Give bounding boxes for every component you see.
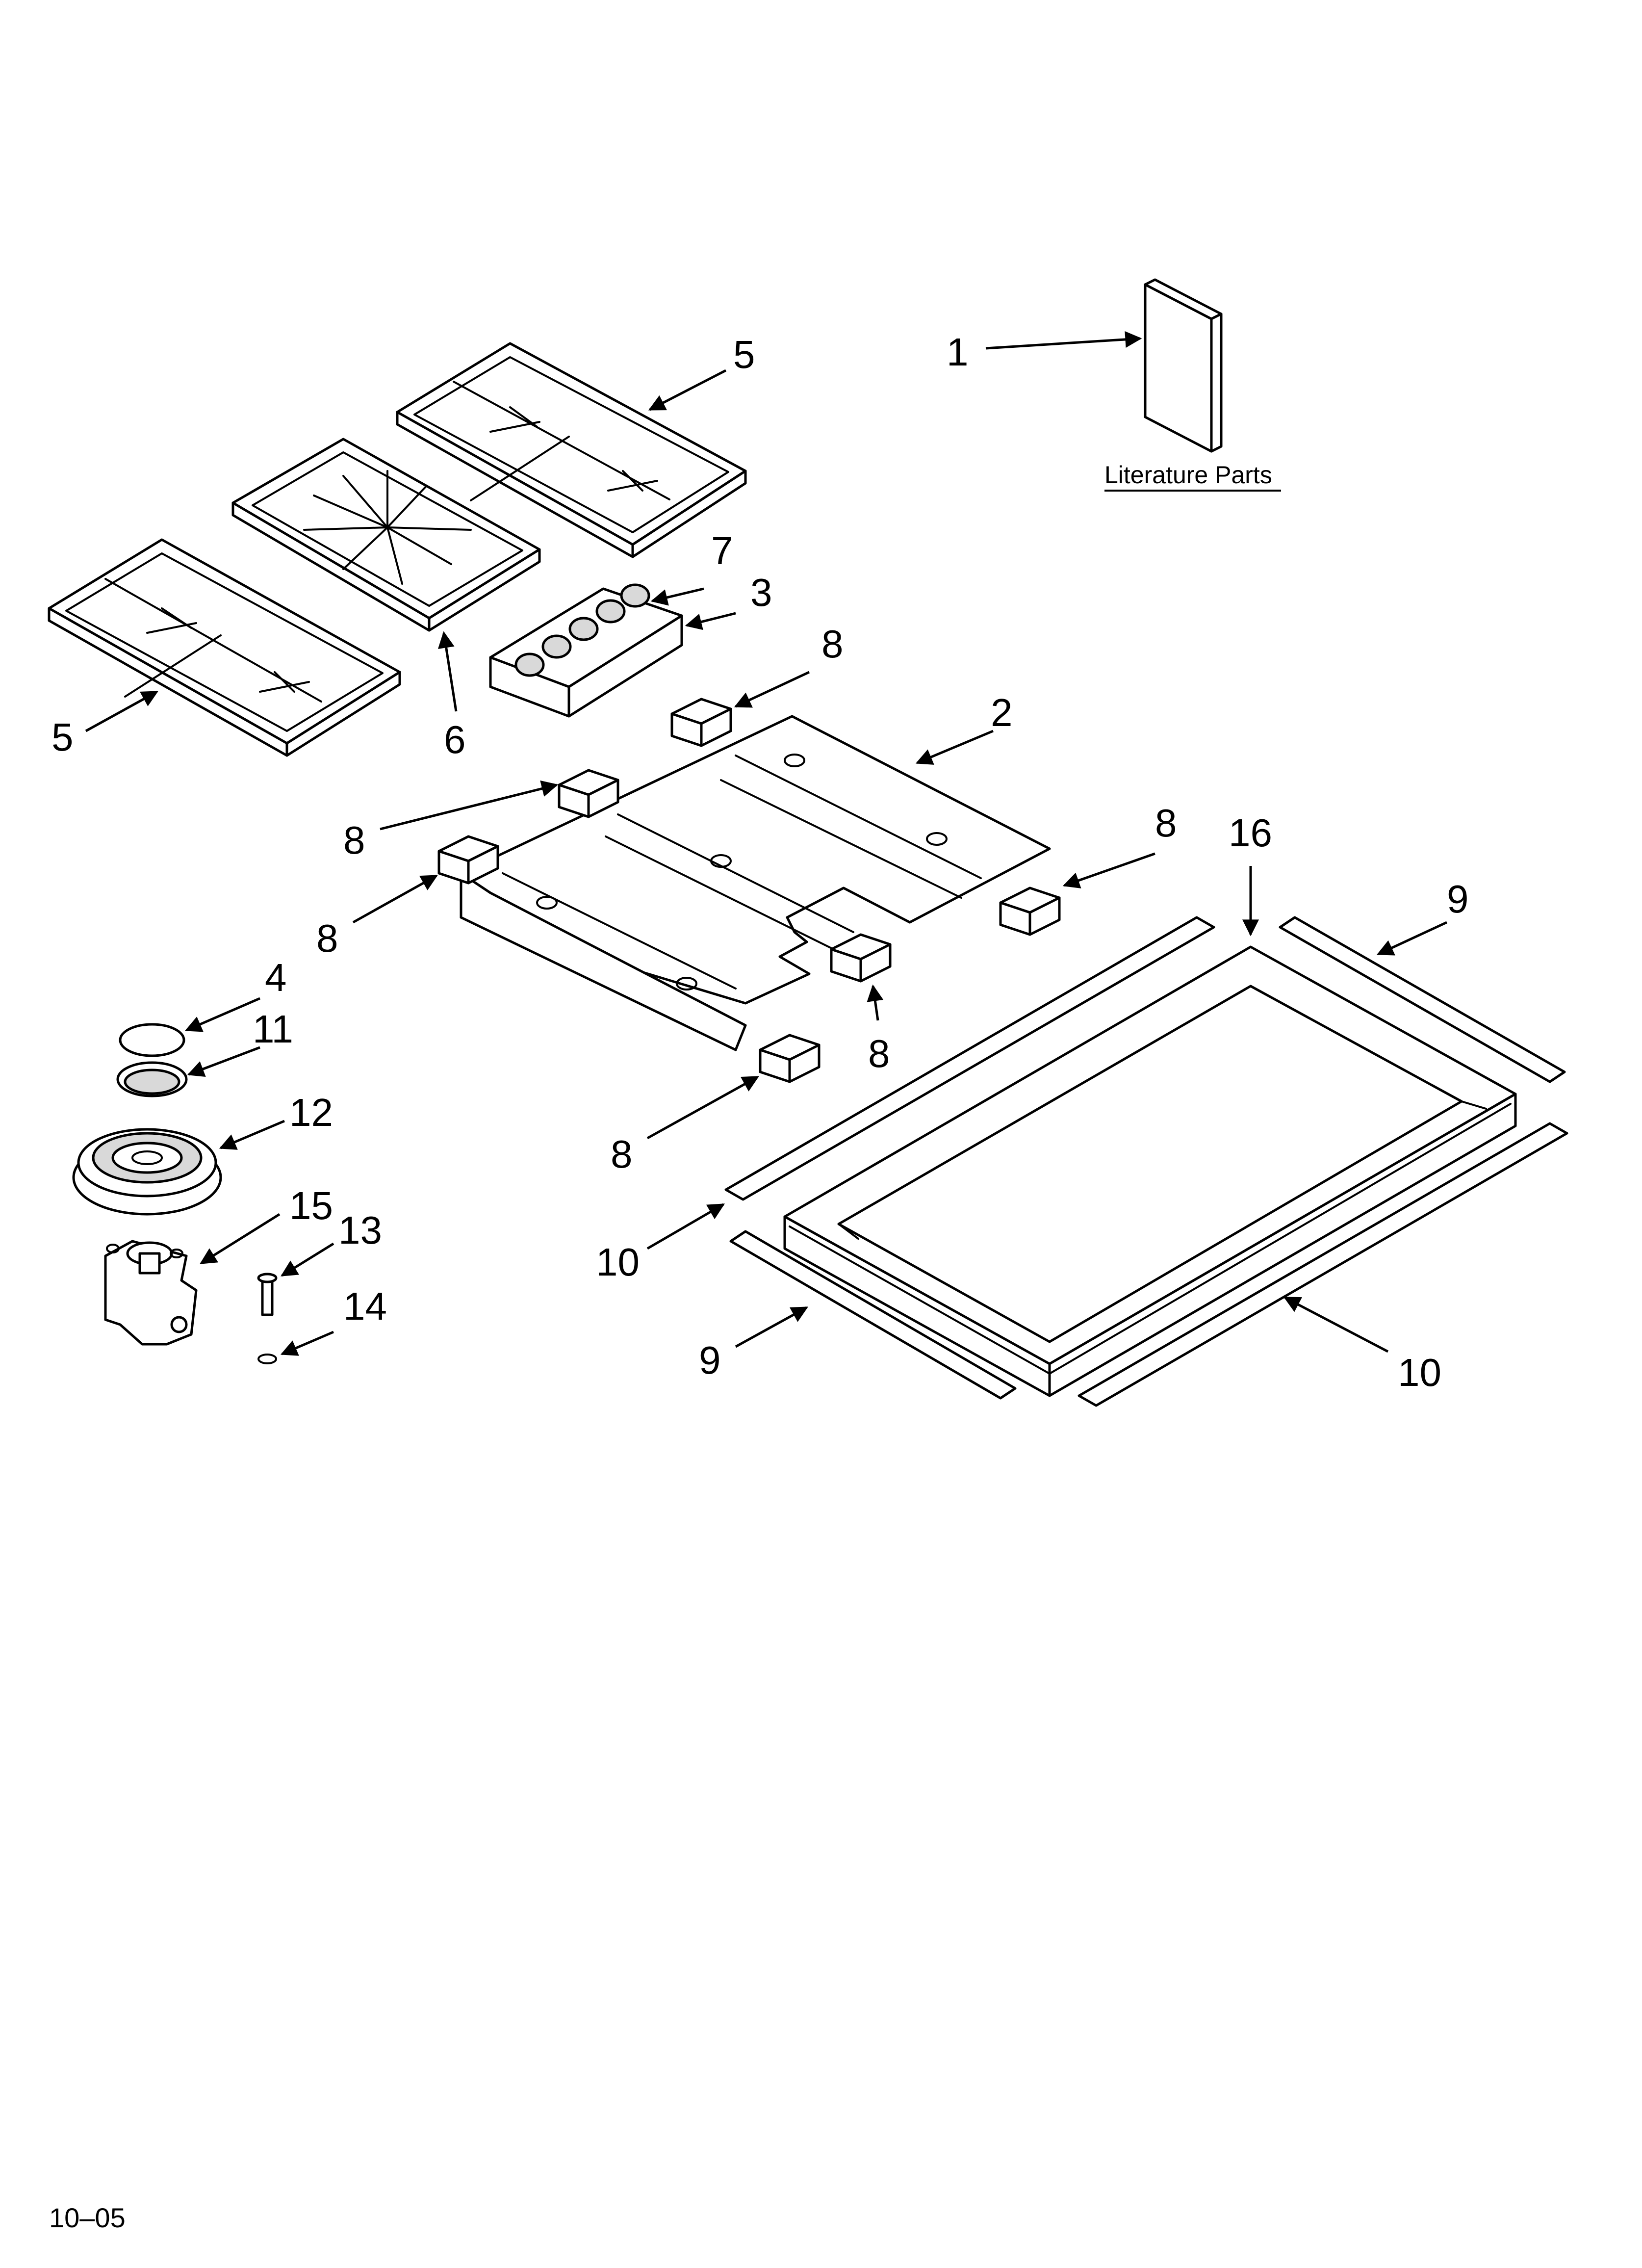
callout-9-right: 9 bbox=[1447, 877, 1469, 921]
callout-11: 11 bbox=[253, 1007, 293, 1051]
callout-12: 12 bbox=[289, 1091, 333, 1134]
callout-8-a: 8 bbox=[821, 622, 844, 666]
callout-13: 13 bbox=[338, 1208, 382, 1252]
strip-10-top bbox=[724, 916, 1215, 1201]
callout-10-left: 10 bbox=[596, 1240, 640, 1284]
igniter-13 bbox=[257, 1273, 278, 1316]
callout-8-e: 8 bbox=[868, 1032, 890, 1075]
strip-9-top bbox=[1279, 916, 1566, 1083]
callout-6: 6 bbox=[444, 718, 466, 761]
leader-lines bbox=[85, 331, 1448, 1356]
burner-base-12 bbox=[72, 1128, 222, 1216]
footer-code: 10–05 bbox=[49, 2202, 126, 2233]
callout-5-left: 5 bbox=[51, 715, 74, 759]
trim-frame bbox=[783, 945, 1517, 1397]
burner-cap-4 bbox=[119, 1023, 185, 1057]
block-d bbox=[999, 886, 1061, 936]
o-ring-14 bbox=[257, 1354, 277, 1364]
literature-parts-label: Literature Parts bbox=[1104, 461, 1272, 489]
callout-8-b: 8 bbox=[343, 818, 365, 862]
callout-16: 16 bbox=[1229, 811, 1272, 855]
callout-7: 7 bbox=[711, 529, 733, 573]
block-e bbox=[830, 933, 892, 983]
callout-8-f: 8 bbox=[611, 1132, 633, 1176]
strip-10-bottom bbox=[1078, 1122, 1568, 1407]
callout-5-top: 5 bbox=[733, 333, 755, 376]
trim-strips bbox=[724, 916, 1568, 1407]
callout-2: 2 bbox=[991, 691, 1013, 734]
strip-9-bottom bbox=[729, 1230, 1017, 1400]
block-c bbox=[437, 835, 499, 885]
literature-part bbox=[1144, 278, 1223, 453]
block-f bbox=[759, 1034, 821, 1083]
block-a bbox=[670, 698, 732, 747]
burner-grate-center bbox=[231, 438, 541, 632]
callout-10-right: 10 bbox=[1398, 1351, 1441, 1394]
callout-14: 14 bbox=[343, 1284, 387, 1328]
burner-grate-left bbox=[48, 538, 401, 757]
callout-15: 15 bbox=[289, 1184, 333, 1227]
callout-8-d: 8 bbox=[1155, 801, 1177, 845]
burner-box bbox=[460, 715, 1051, 1051]
callout-3: 3 bbox=[750, 571, 772, 614]
control-panel bbox=[489, 587, 683, 718]
burner-valve-15 bbox=[104, 1240, 198, 1346]
callout-1: 1 bbox=[947, 330, 969, 374]
callout-9-left: 9 bbox=[699, 1338, 721, 1382]
callout-8-c: 8 bbox=[316, 916, 338, 960]
burner-head-11 bbox=[116, 1061, 188, 1097]
control-knobs bbox=[514, 583, 650, 677]
block-b bbox=[558, 769, 619, 818]
burner-grate-right bbox=[396, 342, 747, 558]
mounting-blocks bbox=[437, 698, 1061, 1083]
callout-4: 4 bbox=[265, 956, 287, 999]
